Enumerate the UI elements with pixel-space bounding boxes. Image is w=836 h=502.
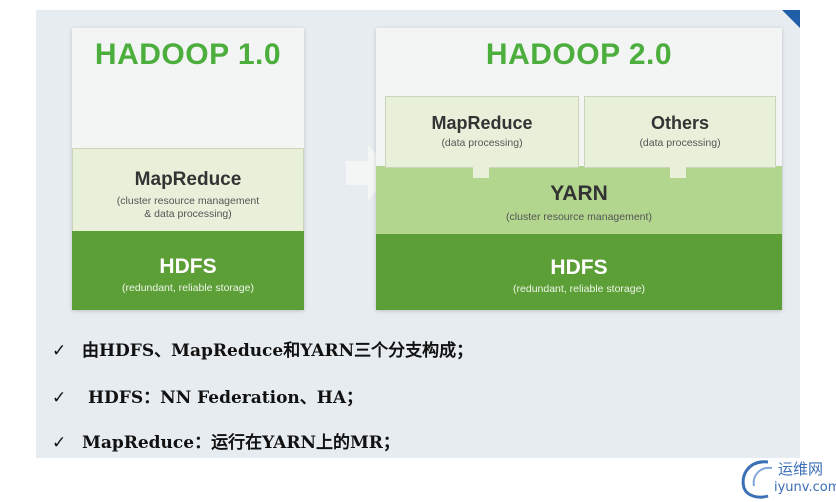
hadoop1-hdfs-name: HDFS: [159, 255, 217, 278]
hadoop1-mapreduce-name: MapReduce: [134, 169, 242, 190]
others-name: Others: [650, 113, 710, 133]
others-desc: (data processing): [639, 137, 721, 149]
others-connector: [670, 166, 686, 178]
watermark-name: 运维网: [778, 460, 824, 478]
hadoop2-hdfs-name: HDFS: [550, 256, 608, 279]
yarn-name: YARN: [550, 182, 608, 205]
hadoop1-hdfs-desc: (redundant, reliable storage): [122, 282, 254, 294]
check-icon: ✓: [52, 433, 67, 453]
check-icon: ✓: [52, 388, 67, 408]
hadoop1-mapreduce-box: MapReduce (cluster resource management &…: [72, 148, 304, 232]
slide: HADOOP 1.0 MapReduce (cluster resource m…: [36, 10, 800, 458]
bullet-item: ✓ 由HDFS、MapReduce和YARN三个分支构成；: [52, 336, 473, 361]
logo-swirl-icon: [741, 460, 773, 499]
watermark-logo: 运维网 iyunv.com: [738, 456, 836, 500]
hadoop1-hdfs-box: HDFS (redundant, reliable storage): [72, 231, 304, 310]
hadoop2-hdfs-box: HDFS (redundant, reliable storage): [376, 234, 782, 310]
hadoop2-mapreduce-box: MapReduce (data processing): [385, 96, 579, 168]
hadoop1-mapreduce-desc-1: (cluster resource management: [116, 195, 260, 207]
hadoop1-title: HADOOP 1.0: [94, 38, 282, 71]
others-box: Others (data processing): [584, 96, 776, 168]
bullet-item: ✓ HDFS：NN Federation、HA；: [52, 383, 363, 408]
bullet-text: MapReduce：运行在YARN上的MR；: [82, 433, 400, 453]
watermark-domain: iyunv.com: [774, 480, 836, 495]
bullet-text: HDFS：NN Federation、HA；: [88, 388, 364, 408]
check-icon: ✓: [52, 341, 67, 361]
yarn-desc: (cluster resource management): [506, 211, 652, 223]
corner-decoration: [782, 10, 800, 28]
mapreduce-connector: [473, 166, 489, 178]
hadoop1-mapreduce-desc-2: & data processing): [144, 208, 232, 220]
hadoop2-hdfs-desc: (redundant, reliable storage): [513, 283, 645, 295]
hadoop2-panel: HADOOP 2.0 YARN (cluster resource manage…: [376, 28, 782, 310]
hadoop1-panel: HADOOP 1.0 MapReduce (cluster resource m…: [72, 28, 304, 310]
bullet-text: 由HDFS、MapReduce和YARN三个分支构成；: [82, 341, 474, 361]
yarn-box: YARN (cluster resource management): [376, 166, 782, 234]
hadoop2-mapreduce-name: MapReduce: [431, 113, 533, 133]
right-arrow-icon: [346, 145, 392, 201]
hadoop2-mapreduce-desc: (data processing): [441, 137, 523, 149]
hadoop2-title: HADOOP 2.0: [485, 38, 673, 71]
bullet-item: ✓ MapReduce：运行在YARN上的MR；: [52, 428, 400, 453]
